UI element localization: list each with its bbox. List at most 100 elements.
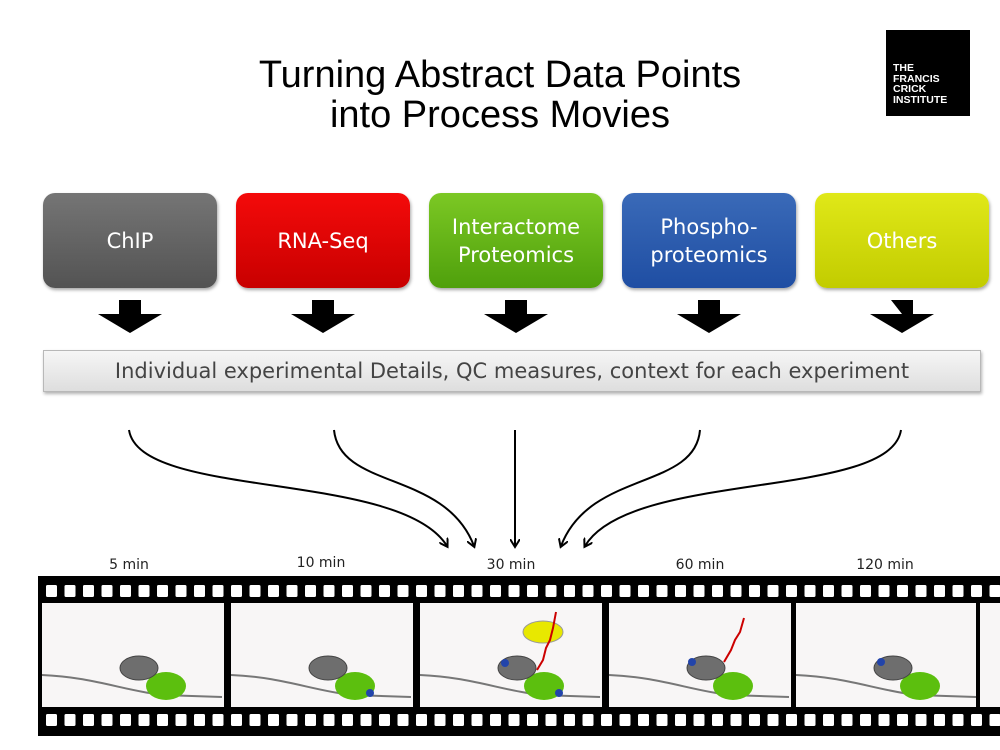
sprocket-hole xyxy=(564,714,575,726)
interactome-proteomics-box: Interactome Proteomics xyxy=(429,193,603,288)
logo-line: CRICK xyxy=(893,83,927,95)
phospho-dot xyxy=(877,658,885,666)
sprocket-hole xyxy=(397,585,409,597)
sprocket-hole xyxy=(120,585,131,597)
sprocket-hole xyxy=(545,714,557,726)
sprocket-hole xyxy=(693,714,705,726)
sprocket-hole xyxy=(767,714,779,726)
sprocket-hole xyxy=(878,585,890,597)
sprocket-hole xyxy=(989,714,1000,726)
curved-arrow-icon xyxy=(561,429,701,546)
interactome-label-line1: Interactome xyxy=(451,214,581,239)
sprocket-hole xyxy=(397,714,409,726)
sprocket-hole xyxy=(138,714,150,726)
movie-frame xyxy=(608,603,791,707)
sprocket-hole xyxy=(545,585,557,597)
sprocket-hole xyxy=(249,585,261,597)
sprocket-hole xyxy=(675,714,686,726)
logo-line: FRANCIS xyxy=(893,72,940,85)
sprocket-hole xyxy=(582,714,594,726)
sprocket-hole xyxy=(656,714,668,726)
sprocket-hole xyxy=(83,714,94,726)
sprocket-hole xyxy=(175,585,187,597)
down-arrow-icon xyxy=(677,300,741,333)
yellow-protein xyxy=(522,620,564,644)
movie-frame xyxy=(41,603,224,707)
sprocket-hole xyxy=(638,714,649,726)
sprocket-hole xyxy=(379,714,390,726)
frame-background xyxy=(231,603,413,707)
down-arrow-icon xyxy=(870,300,934,333)
sprocket-hole xyxy=(915,714,927,726)
title-line-1: Turning Abstract Data Points xyxy=(258,54,742,96)
sprocket-hole xyxy=(564,585,575,597)
sprocket-hole xyxy=(508,585,520,597)
sprocket-hole xyxy=(323,714,335,726)
sprocket-hole xyxy=(527,714,538,726)
rna-seq-box: RNA-Seq xyxy=(236,193,410,288)
sprocket-hole xyxy=(212,714,224,726)
movie-frame xyxy=(419,603,602,707)
sprocket-hole xyxy=(101,714,113,726)
sprocket-hole xyxy=(767,585,779,597)
interactome-label-line2: Proteomics xyxy=(457,242,575,267)
curved-arrow-icon xyxy=(585,429,902,546)
grey-protein xyxy=(308,655,348,681)
sprocket-hole xyxy=(749,714,760,726)
sprocket-hole xyxy=(749,585,760,597)
sprocket-hole xyxy=(878,714,890,726)
sprocket-hole xyxy=(915,585,927,597)
timepoint-label: 30 min xyxy=(486,557,536,573)
sprocket-hole xyxy=(934,585,945,597)
sprocket-hole xyxy=(527,585,538,597)
sprocket-hole xyxy=(601,585,612,597)
sprocket-hole xyxy=(268,585,279,597)
grey-protein xyxy=(119,655,159,681)
sprocket-hole xyxy=(897,714,908,726)
sprocket-hole xyxy=(730,714,742,726)
sprocket-hole xyxy=(619,714,631,726)
sprocket-hole xyxy=(601,714,612,726)
sprocket-hole xyxy=(342,714,353,726)
sprocket-hole xyxy=(83,585,94,597)
timepoint-label: 10 min xyxy=(296,555,346,571)
timepoint-label: 120 min xyxy=(856,557,914,573)
phospho-label-line2: proteomics xyxy=(650,242,768,267)
curved-arrow-icon xyxy=(333,429,474,546)
sprocket-hole xyxy=(804,585,816,597)
movie-frame xyxy=(230,603,413,707)
sprocket-hole xyxy=(952,714,964,726)
sprocket-hole xyxy=(64,714,76,726)
sprocket-hole xyxy=(231,585,242,597)
sprocket-hole xyxy=(675,585,686,597)
sprocket-hole xyxy=(989,585,1000,597)
sprocket-hole xyxy=(823,714,834,726)
phospho-dot xyxy=(366,689,374,697)
sprocket-hole xyxy=(434,714,446,726)
sprocket-hole xyxy=(360,714,372,726)
sprocket-hole xyxy=(138,585,150,597)
sprocket-hole xyxy=(619,585,631,597)
sprocket-hole xyxy=(157,714,168,726)
sprocket-hole xyxy=(952,585,964,597)
phospho-dot xyxy=(501,659,509,667)
sprocket-hole xyxy=(471,714,483,726)
sprocket-hole xyxy=(434,585,446,597)
sprocket-hole xyxy=(490,585,501,597)
grey-protein xyxy=(686,655,726,681)
sprocket-hole xyxy=(342,585,353,597)
phospho-dot xyxy=(688,658,696,666)
rna-strand xyxy=(536,611,557,671)
frame-background xyxy=(796,603,976,707)
green-protein xyxy=(524,672,564,700)
green-protein xyxy=(900,672,940,700)
others-box: Others xyxy=(815,193,989,288)
sprocket-hole xyxy=(786,714,797,726)
sprocket-hole xyxy=(46,714,57,726)
sprocket-hole xyxy=(416,585,427,597)
sprocket-hole xyxy=(841,585,853,597)
sprocket-hole xyxy=(286,585,298,597)
slide-title: Turning Abstract Data Points into Proces… xyxy=(150,55,850,135)
sprocket-hole xyxy=(860,585,871,597)
